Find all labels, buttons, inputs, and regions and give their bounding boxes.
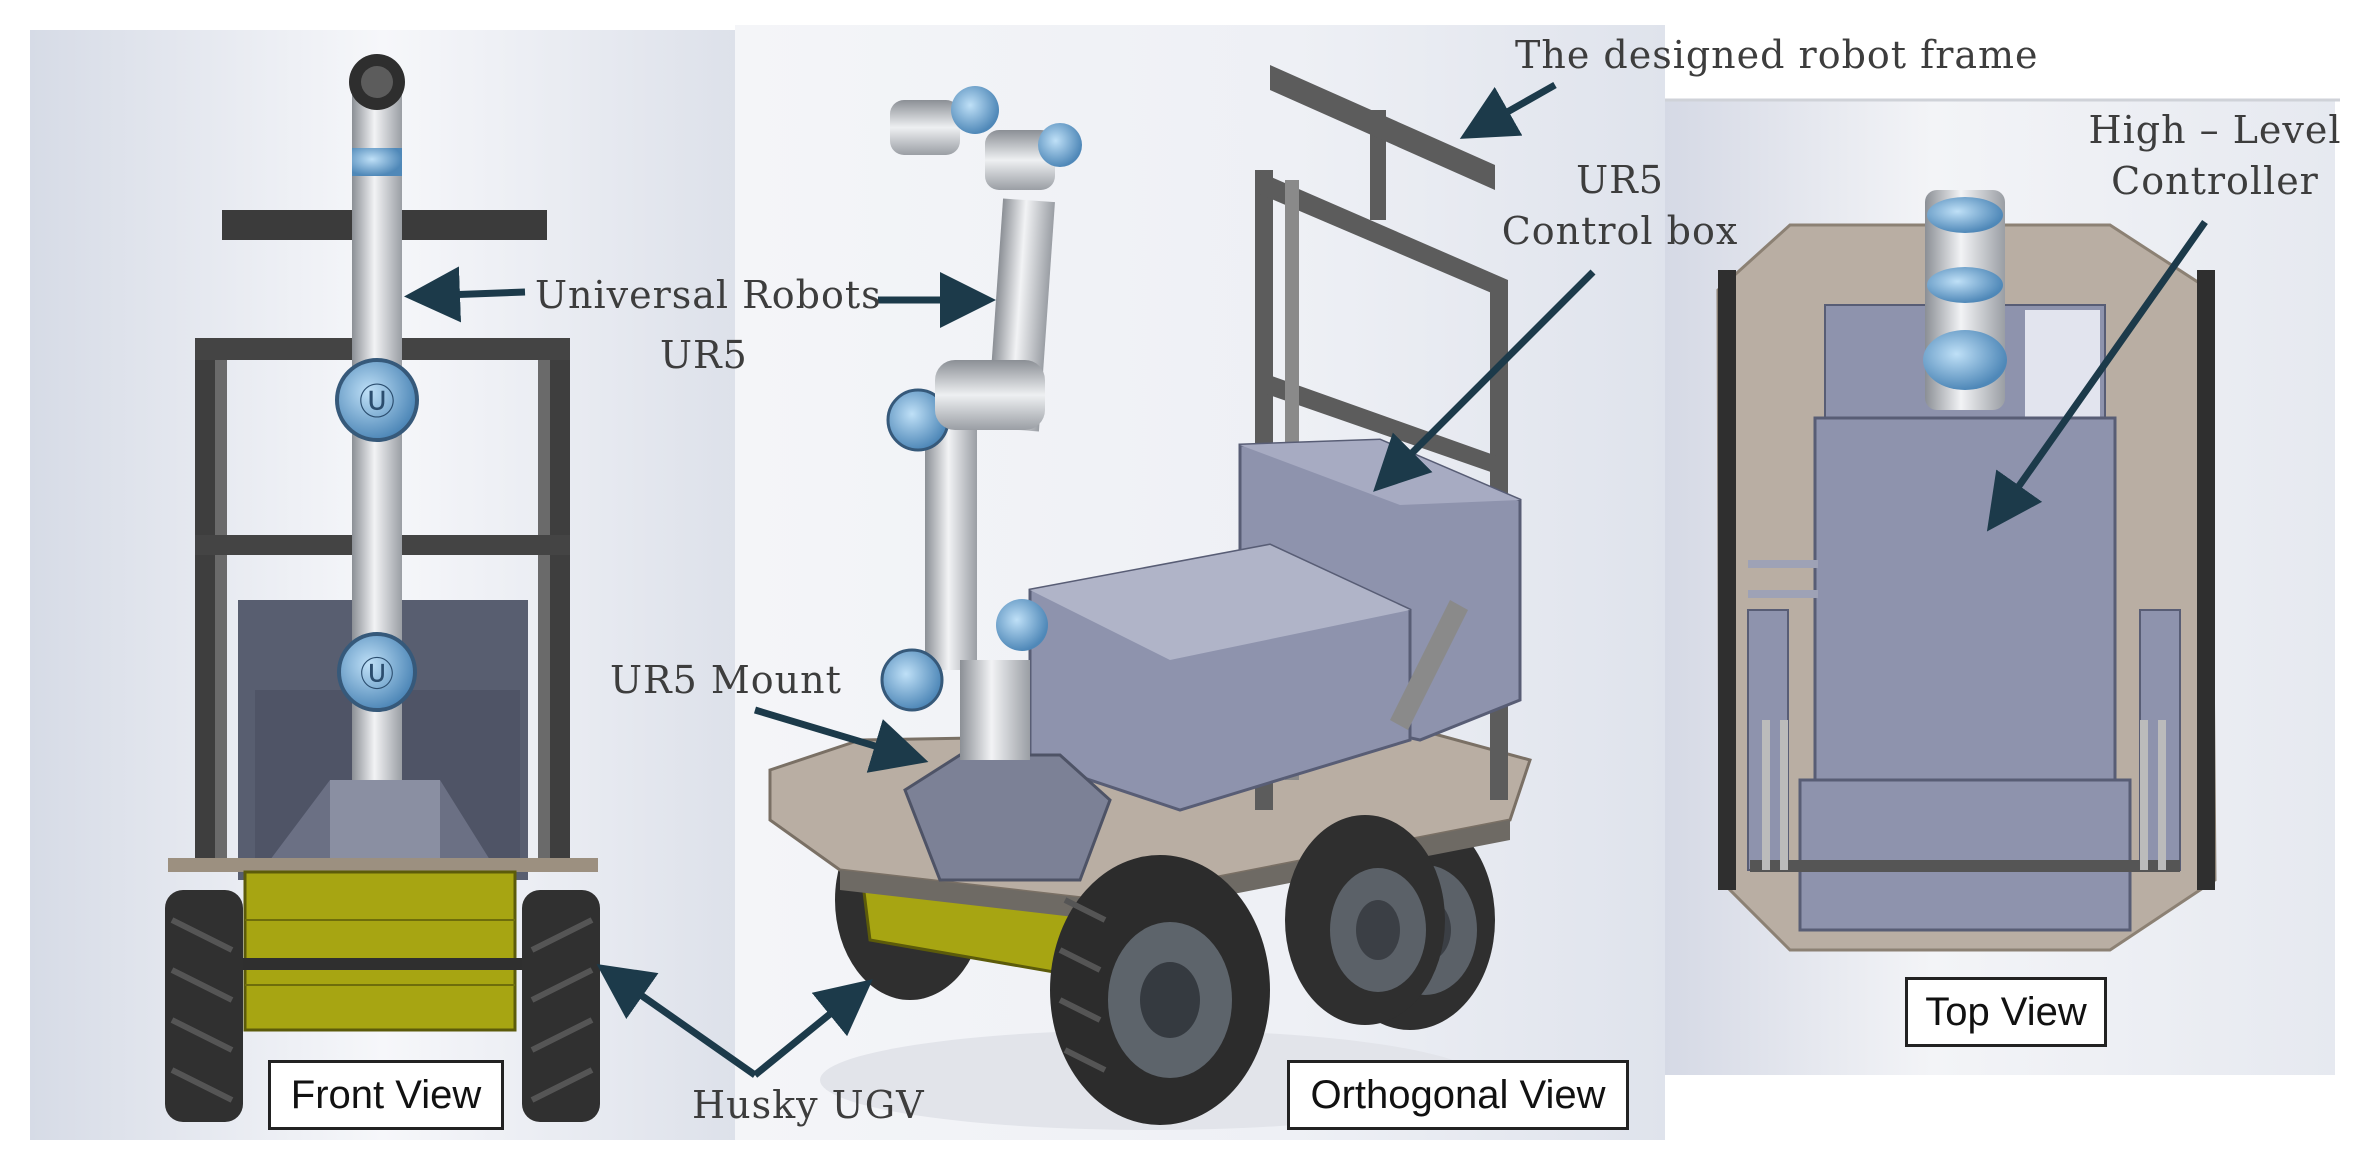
caption-front-view: Front View (268, 1060, 504, 1130)
arrow-frame (1459, 81, 1557, 139)
top-view-drawing (1716, 190, 2217, 952)
front-joint-upper (335, 358, 419, 442)
caption-orthogonal-view: Orthogonal View (1287, 1060, 1629, 1130)
label-ur5-control-box-line1: UR5 (1576, 158, 1664, 202)
top-view-high-level-controller (1813, 416, 2117, 785)
orthogonal-ur5-arm (880, 86, 1082, 760)
arrow-universal-robots-left (404, 266, 526, 323)
label-high-level-controller: High – Level Controller (2075, 105, 2355, 208)
label-ur5-control-box: UR5 Control box (1490, 155, 1750, 258)
label-designed-robot-frame: The designed robot frame (1515, 33, 2039, 77)
svg-text:Ⓤ: Ⓤ (359, 382, 395, 423)
arrow-ur5-mount (753, 706, 929, 773)
label-universal-robots: Universal Robots (535, 273, 882, 317)
label-high-level-controller-line2: Controller (2111, 159, 2319, 204)
label-ur5-mount: UR5 Mount (610, 658, 842, 702)
arrow-high-level-controller (1986, 219, 2208, 532)
arrow-husky-right (752, 979, 873, 1078)
label-ur5-control-box-line2: Control box (1501, 209, 1739, 254)
front-view-drawing: Ⓤ Ⓤ (165, 54, 600, 1122)
annotation-arrows (404, 81, 2208, 1078)
caption-top-view: Top View (1905, 977, 2107, 1047)
front-joint-lower (337, 632, 417, 712)
arrow-ur5-control-box (1373, 269, 1596, 492)
label-high-level-controller-line1: High – Level (2088, 108, 2342, 152)
orthogonal-ur5-mount (903, 753, 1112, 882)
orthogonal-view-drawing (768, 65, 1532, 1130)
label-universal-robots-ur5: UR5 (660, 333, 748, 377)
svg-text:Ⓤ: Ⓤ (360, 655, 394, 695)
arrow-husky-left (596, 963, 758, 1078)
label-husky-ugv: Husky UGV (692, 1083, 925, 1127)
